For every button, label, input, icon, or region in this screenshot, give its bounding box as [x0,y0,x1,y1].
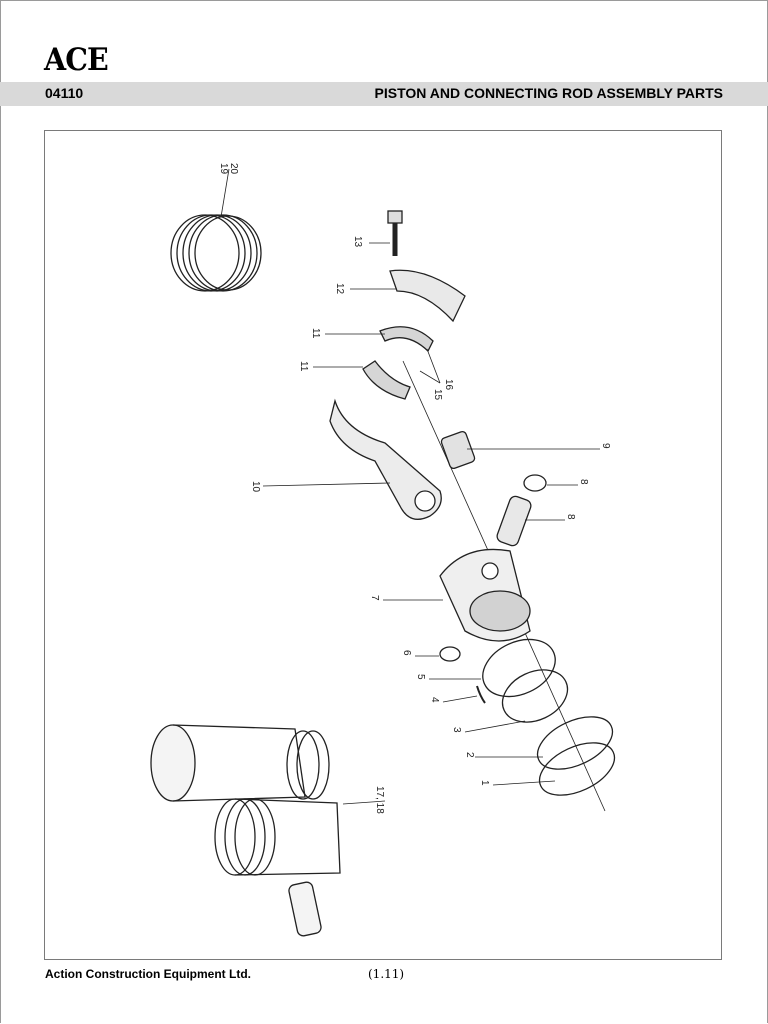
callout-16: 16 [443,379,454,391]
callout-4: 4 [429,697,440,703]
bearing-cap-12 [389,269,466,323]
ring-3 [501,669,569,723]
page-title: PISTON AND CONNECTING ROD ASSEMBLY PARTS [374,85,723,101]
callout-10: 10 [250,481,261,493]
document-code: 04110 [45,85,84,101]
callout-17-18: 17, 18 [374,786,385,814]
callout-1: 1 [479,780,490,786]
diagram-drawing: 19 20 13 12 11 11 15 16 9 10 8 8 7 6 5 4… [150,163,616,937]
callout-11-upper: 11 [310,328,321,339]
ring-1 [538,742,616,796]
callout-11-lower: 11 [298,361,309,372]
callout-2: 2 [464,752,475,758]
callout-8-circlip: 8 [578,479,589,485]
callout-7: 7 [369,595,380,601]
bush-9 [440,430,476,470]
callout-8-pin: 8 [565,514,576,520]
ring-5 [482,638,556,698]
bolt-13 [387,210,403,256]
callout-13: 13 [352,236,363,248]
liner-assembly-17-18 [150,724,341,937]
callout-3: 3 [451,727,462,733]
exploded-parts-diagram: 19 20 13 12 11 11 15 16 9 10 8 8 7 6 5 4… [44,130,722,960]
header-bar [0,82,768,106]
ring-2 [536,716,614,770]
small-end-eye [414,490,436,512]
callout-9: 9 [600,443,611,449]
callout-20: 20 [228,163,239,175]
bearing-shell-upper-11 [379,326,434,353]
callout-6: 6 [401,650,412,656]
callout-19: 19 [218,163,229,175]
piston-7 [439,548,531,642]
bearing-shell-lower-11 [362,360,411,400]
circlip-8-upper [523,474,547,492]
page-number: (1.11) [368,967,405,981]
callout-5: 5 [415,674,426,680]
circlip-6 [439,646,461,662]
ring-set-19-20 [170,214,262,292]
connecting-rod-10 [329,398,442,520]
footer-company: Action Construction Equipment Ltd. [45,967,251,981]
callout-12: 12 [334,283,345,295]
leader-lines [220,168,600,805]
callout-15: 15 [432,389,443,401]
ring-expander-4 [476,685,486,704]
company-logo: ACE [44,42,109,78]
gudgeon-pin-8 [496,495,532,547]
